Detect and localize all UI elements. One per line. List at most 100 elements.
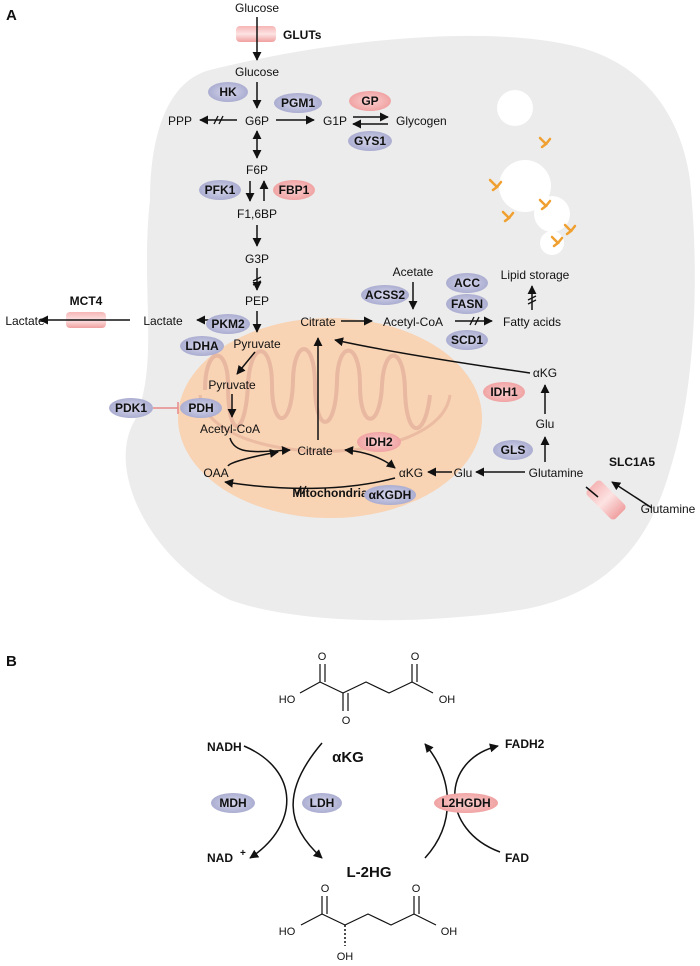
svg-text:PFK1: PFK1 (205, 183, 236, 197)
fad-label: FAD (505, 851, 529, 865)
enzyme-pgm1: PGM1 (274, 93, 322, 113)
l2hg-structure (300, 896, 437, 946)
glucose-extracellular: Glucose (235, 1, 279, 15)
enzyme-fbp1: FBP1 (273, 180, 315, 200)
g3p-label: G3P (245, 252, 269, 266)
enzyme-l2hgdh: L2HGDH (434, 793, 498, 813)
enzyme-idh1: IDH1 (483, 382, 525, 402)
svg-text:MDH: MDH (219, 796, 246, 810)
glu-mito-label: Glu (454, 466, 473, 480)
svg-text:FBP1: FBP1 (279, 183, 310, 197)
pdk1-inhibition (153, 402, 179, 414)
enzyme-gls: GLS (493, 440, 533, 460)
svg-text:PGM1: PGM1 (281, 96, 315, 110)
svg-text:PKM2: PKM2 (211, 317, 245, 331)
glycogen-label: Glycogen (396, 114, 447, 128)
mitochondria-label: Mitochondria (292, 486, 368, 500)
acetyl-coa-mito-label: Acetyl-CoA (200, 422, 260, 436)
ppp-label: PPP (168, 114, 192, 128)
akg-atom-oh: OH (439, 694, 456, 706)
oaa-label: OAA (203, 466, 228, 480)
slc1a5-transporter (586, 480, 626, 520)
svg-text:PDK1: PDK1 (115, 401, 147, 415)
g6p-label: G6P (245, 114, 269, 128)
mct4-label: MCT4 (70, 294, 103, 308)
pyruvate-mito-label: Pyruvate (208, 378, 256, 392)
svg-text:GYS1: GYS1 (354, 134, 386, 148)
fadh2-label: FADH2 (505, 737, 545, 751)
fatty-acids-label: Fatty acids (503, 315, 561, 329)
l2hg-label: L-2HG (347, 864, 392, 881)
enzyme-fasn: FASN (446, 294, 488, 314)
l2hg-atom-oh1: OH (441, 926, 458, 938)
svg-text:HK: HK (219, 85, 237, 99)
lactate-extracellular: Lactate (5, 314, 45, 328)
svg-text:PDH: PDH (188, 401, 213, 415)
enzyme-acc: ACC (446, 273, 488, 293)
akg-atom-o1: O (318, 651, 327, 663)
citrate-mito-label: Citrate (297, 444, 333, 458)
acetate-label: Acetate (393, 265, 434, 279)
glucose-intracellular: Glucose (235, 65, 279, 79)
enzyme-gp: GP (349, 91, 391, 111)
gluts-label: GLUTs (283, 28, 322, 42)
akg-cyto-label: αKG (533, 366, 557, 380)
mitochondrion (178, 318, 482, 518)
enzyme-ldha: LDHA (180, 336, 224, 356)
slc1a5-label: SLC1A5 (609, 455, 655, 469)
enzyme-pkm2: PKM2 (206, 314, 250, 334)
svg-text:LDHA: LDHA (185, 339, 219, 353)
glu-cyto-label: Glu (536, 417, 555, 431)
glutamine-extracellular: Glutamine (641, 502, 696, 516)
nad-label: NAD (207, 851, 233, 865)
panel-a-label: A (6, 7, 17, 24)
enzyme-idh2: IDH2 (357, 432, 401, 452)
svg-text:FASN: FASN (451, 297, 483, 311)
enzyme-akgdh: αKGDH (364, 485, 416, 505)
panel-b-label: B (6, 653, 17, 670)
l2hg-atom-ho: HO (279, 926, 296, 938)
glutamine-intracellular: Glutamine (529, 466, 584, 480)
svg-text:αKGDH: αKGDH (369, 488, 412, 502)
pep-label: PEP (245, 294, 269, 308)
nad-charge: + (240, 848, 246, 859)
lipid-droplets (488, 90, 577, 255)
gluts-transporter (236, 26, 276, 42)
svg-text:L2HGDH: L2HGDH (441, 796, 490, 810)
nadh-label: NADH (207, 740, 242, 754)
acetyl-coa-cyto-label: Acetyl-CoA (383, 315, 443, 329)
l2hg-atom-o2: O (412, 883, 421, 895)
svg-text:ACSS2: ACSS2 (365, 288, 405, 302)
citrate-cyto-label: Citrate (300, 315, 336, 329)
akg-structure (299, 664, 434, 711)
akg-atom-o3: O (411, 651, 420, 663)
enzyme-pdk1: PDK1 (109, 398, 153, 418)
enzyme-mdh: MDH (211, 793, 255, 813)
f16bp-label: F1,6BP (237, 207, 277, 221)
enzyme-hk: HK (208, 82, 248, 102)
lactate-intracellular: Lactate (143, 314, 183, 328)
akg-atom-o2: O (342, 715, 351, 727)
svg-text:GLS: GLS (501, 443, 526, 457)
svg-text:IDH1: IDH1 (490, 385, 518, 399)
l2hg-atom-oh2: OH (337, 951, 354, 963)
enzyme-ldh: LDH (302, 793, 342, 813)
l2hg-atom-o1: O (321, 883, 330, 895)
svg-text:ACC: ACC (454, 276, 480, 290)
akg-atom-ho: HO (279, 694, 296, 706)
g1p-label: G1P (323, 114, 347, 128)
lipid-storage-label: Lipid storage (501, 268, 570, 282)
svg-text:LDH: LDH (310, 796, 335, 810)
enzyme-pfk1: PFK1 (199, 180, 241, 200)
enzyme-acss2: ACSS2 (361, 285, 409, 305)
svg-text:GP: GP (361, 94, 378, 108)
enzyme-gys1: GYS1 (348, 131, 392, 151)
akg-mito-label: αKG (399, 466, 423, 480)
enzyme-pdh: PDH (180, 398, 222, 418)
svg-text:IDH2: IDH2 (365, 435, 393, 449)
f6p-label: F6P (246, 163, 268, 177)
enzyme-scd1: SCD1 (446, 330, 488, 350)
svg-text:SCD1: SCD1 (451, 333, 483, 347)
break-marks (213, 115, 537, 495)
